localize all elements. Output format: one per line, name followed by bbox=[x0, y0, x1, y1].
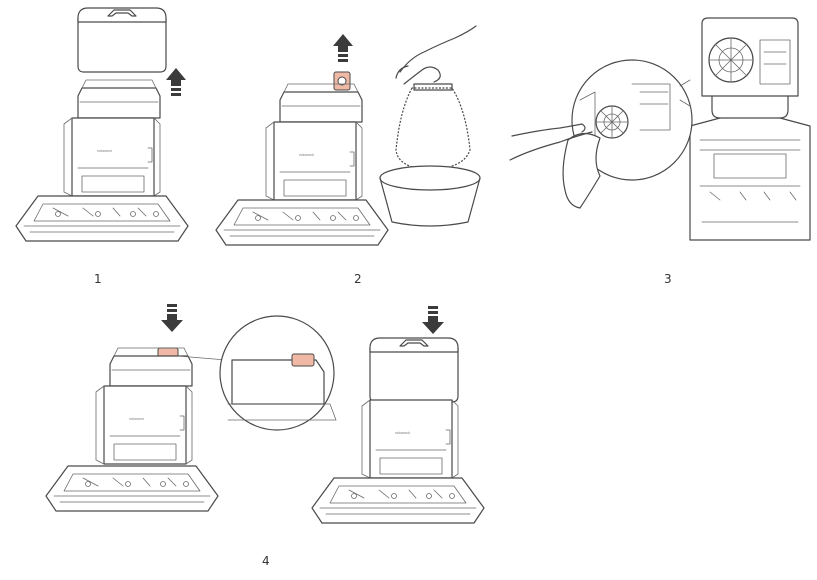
step-2-remove-bag bbox=[216, 26, 480, 245]
dock-lid bbox=[370, 338, 458, 402]
dock-open-top bbox=[78, 80, 160, 118]
hand-icon bbox=[396, 26, 476, 84]
step-1-remove-lid bbox=[16, 8, 188, 241]
dock-open-top bbox=[110, 348, 192, 386]
dock-lid bbox=[78, 8, 166, 72]
step-label-2: 2 bbox=[354, 272, 362, 286]
step-4-install-bag-and-lid bbox=[46, 304, 484, 523]
dock-tower bbox=[96, 386, 192, 464]
cloth-icon bbox=[563, 133, 600, 208]
step-label-4: 4 bbox=[262, 554, 270, 568]
dust-bag-icon bbox=[334, 72, 350, 90]
step-label-1: 1 bbox=[94, 272, 102, 286]
arrow-down-icon bbox=[422, 306, 444, 334]
dock-base bbox=[46, 466, 218, 511]
dock-base bbox=[216, 200, 388, 245]
step-label-3: 3 bbox=[664, 272, 672, 286]
step-3-clean-filter bbox=[510, 18, 810, 240]
dock-base bbox=[312, 478, 484, 523]
dock-tower bbox=[362, 400, 458, 478]
dock-tower bbox=[64, 118, 160, 196]
dock-tower bbox=[266, 122, 362, 200]
magnifier-circle-icon bbox=[178, 316, 336, 430]
arrow-up-icon bbox=[166, 68, 186, 96]
dock-base bbox=[16, 196, 188, 241]
used-dust-bag bbox=[396, 84, 470, 170]
dock-open-front-view bbox=[690, 18, 810, 240]
trash-bin-icon bbox=[380, 166, 480, 226]
arrow-up-icon bbox=[333, 34, 353, 62]
arrow-down-icon bbox=[161, 304, 183, 332]
